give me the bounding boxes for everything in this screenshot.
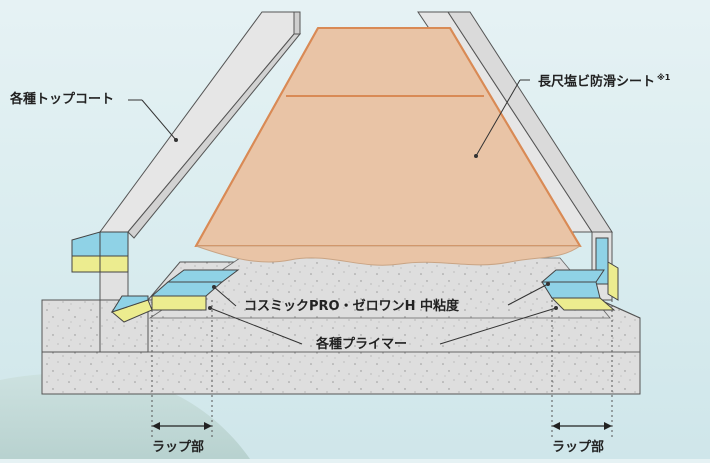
label-lap-right: ラップ部 — [552, 440, 605, 455]
leader-sealant-right — [507, 283, 549, 306]
leader-primer-left — [209, 307, 303, 345]
leader-topcoat — [141, 99, 177, 141]
left-wall-sealant-layer — [99, 231, 129, 257]
right-wall-primer-layer — [607, 261, 619, 301]
label-sheet-note: ※1 — [657, 73, 671, 82]
label-lap-left: ラップ部 — [152, 440, 205, 455]
left-wall-inner — [127, 33, 302, 239]
leader-sealant-left — [213, 286, 237, 307]
label-primer: 各種プライマー — [316, 337, 408, 352]
label-sheet: 長尺塩ビ防滑シート※1 — [538, 73, 671, 90]
vinyl-sheet-edge — [195, 245, 582, 266]
background-hill — [0, 373, 250, 459]
leader-primer-right — [439, 307, 557, 345]
label-sheet-text: 長尺塩ビ防滑シート — [538, 74, 656, 90]
left-floor-primer-layer — [151, 295, 207, 311]
label-topcoat: 各種トップコート — [10, 92, 115, 107]
label-sealant: コスミックPRO・ゼロワンH 中粘度 — [244, 299, 459, 314]
left-wall-primer-layer — [99, 255, 129, 273]
